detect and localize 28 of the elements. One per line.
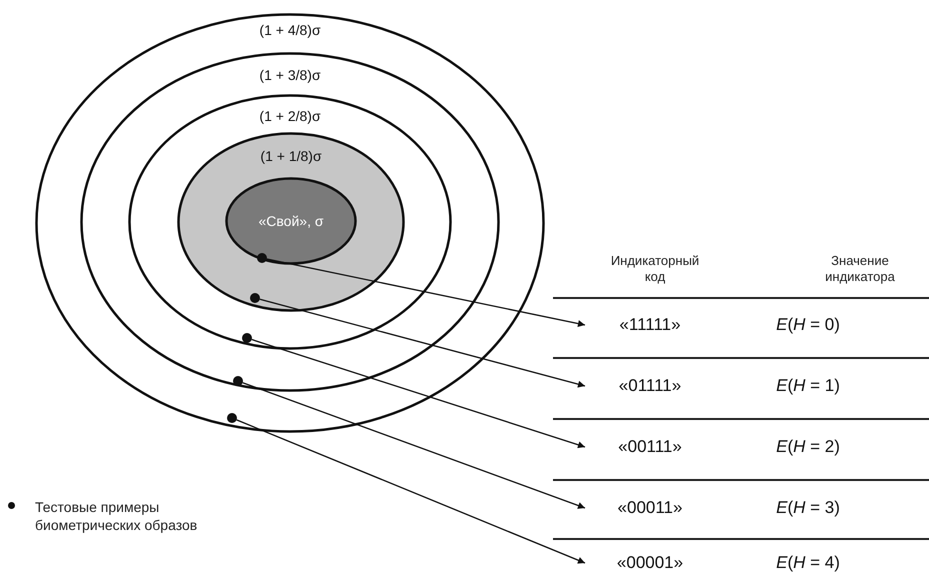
zone-label: (1 + 3/8)σ bbox=[259, 66, 321, 84]
zone-ellipse bbox=[225, 177, 357, 265]
indicator-value: E(H = 4) bbox=[776, 552, 840, 574]
indicator-code: «11111» bbox=[585, 311, 715, 339]
zone-label: «Свой», σ bbox=[258, 212, 324, 230]
zone-ellipse bbox=[177, 132, 405, 312]
zone-ellipse bbox=[80, 52, 500, 392]
column-header: Индикаторный код bbox=[610, 253, 700, 285]
zone-label: (1 + 2/8)σ bbox=[259, 107, 321, 125]
zone-label: (1 + 1/8)σ bbox=[260, 147, 322, 165]
arrow bbox=[266, 258, 586, 327]
zone-label: (1 + 4/8)σ bbox=[259, 21, 321, 39]
column-header: Значение индикатора bbox=[824, 253, 896, 285]
zone-ellipse bbox=[35, 13, 545, 433]
arrow bbox=[242, 382, 586, 509]
indicator-value: E(H = 0) bbox=[776, 314, 840, 336]
indicator-value: E(H = 1) bbox=[776, 375, 840, 397]
legend-text: Тестовые примеры биометрических образов bbox=[35, 498, 198, 534]
indicator-value: E(H = 2) bbox=[776, 436, 840, 458]
arrow bbox=[260, 298, 586, 388]
indicator-value: E(H = 3) bbox=[776, 497, 840, 519]
indicator-code: «01111» bbox=[585, 372, 715, 400]
indicator-code: «00011» bbox=[585, 494, 715, 522]
indicator-code: «00111» bbox=[585, 433, 715, 461]
indicator-code: «00001» bbox=[585, 549, 715, 576]
zone-ellipse bbox=[128, 94, 452, 350]
arrow bbox=[252, 338, 586, 448]
arrow bbox=[236, 419, 586, 564]
